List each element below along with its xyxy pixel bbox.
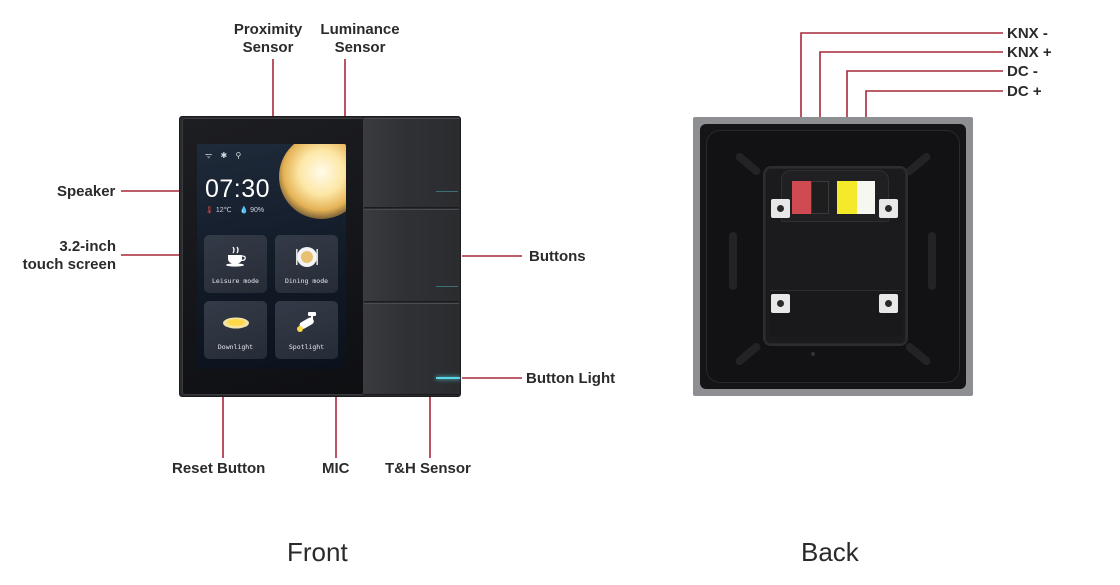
spotlight-icon [296,312,316,332]
label-th-sensor: T&H Sensor [385,460,471,477]
status-icons: ᯤ ✱ ⚲ [205,151,245,160]
button-light-bottom [436,377,460,379]
caption-back: Back [801,537,859,567]
label-knx-minus: KNX - [1007,25,1048,42]
tile-dining-mode[interactable]: Dining mode [275,235,338,293]
panel-button-top[interactable] [364,118,459,208]
temperature-value: 12℃ [215,207,232,214]
tile-label: Spotlight [288,343,325,351]
mounting-slot [729,232,737,290]
label-mic: MIC [322,460,350,477]
label-luminance-sensor: Luminance Sensor [320,21,400,56]
panel-button-bottom[interactable] [364,303,459,395]
panel-button-middle[interactable] [364,209,459,302]
humidity-value: 90% [250,207,265,214]
indicator-dot [811,352,815,356]
label-speaker: Speaker [57,183,116,200]
dining-plate-icon [295,247,318,267]
coffee-cup-icon [225,246,246,267]
humidity-icon: 💧 [239,207,249,214]
terminal-dc-plus [857,181,875,214]
mounting-screw [771,294,790,313]
terminal-knx-plus [811,181,829,214]
mounting-screw [879,294,898,313]
button-light-middle [436,286,458,287]
tile-label: Dining mode [284,277,329,285]
terminal-dc-minus [837,181,857,214]
tile-spotlight[interactable]: Spotlight [275,301,338,359]
thermometer-icon: 🌡 [205,207,214,214]
touch-screen[interactable]: ᯤ ✱ ⚲ 07:30 🌡 12℃ 💧 90% Leisure mode Din… [197,144,346,369]
tile-label: Downlight [217,343,254,351]
ambient-light-graphic [279,144,346,219]
label-knx-plus: KNX + [1007,44,1052,61]
mounting-screw [771,199,790,218]
tile-downlight[interactable]: Downlight [204,301,267,359]
label-dc-minus: DC - [1007,63,1038,80]
label-button-light: Button Light [526,370,616,387]
button-light-top [436,191,458,192]
clock-time: 07:30 [205,175,271,203]
tile-leisure-mode[interactable]: Leisure mode [204,235,267,293]
label-reset-button: Reset Button [172,460,266,477]
environment-readout: 🌡 12℃ 💧 90% [205,206,264,214]
label-touch-screen: 3.2-inch touch screen [22,238,116,273]
mounting-slot [928,232,936,290]
label-proximity-sensor: Proximity Sensor [233,21,303,56]
tile-label: Leisure mode [212,277,259,285]
mounting-screw [879,199,898,218]
terminal-knx-minus [792,181,811,214]
label-dc-plus: DC + [1007,83,1042,100]
label-buttons: Buttons [529,248,586,265]
caption-front: Front [287,537,348,567]
downlight-icon [222,317,249,329]
